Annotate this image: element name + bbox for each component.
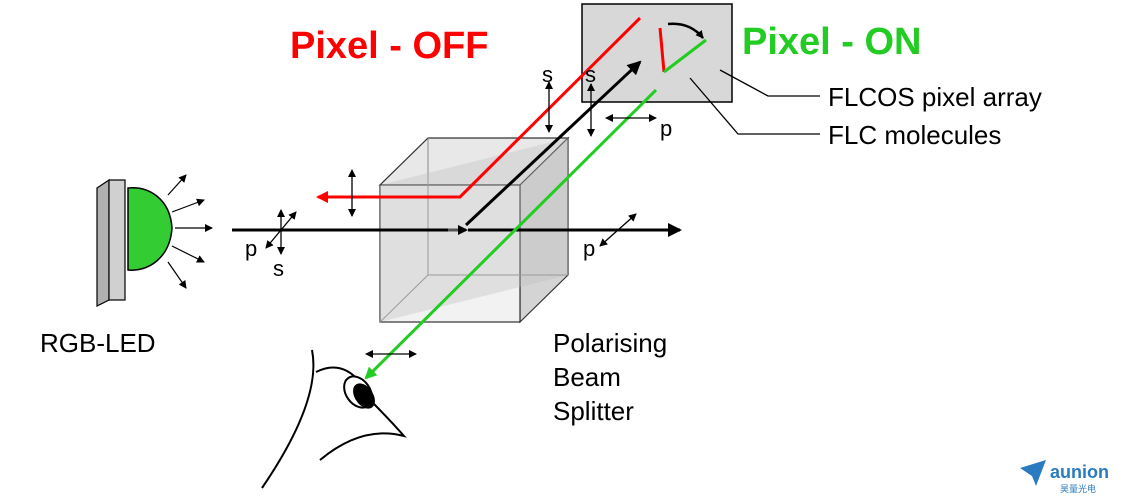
pol-p-output: p xyxy=(583,236,595,261)
pol-p-input: p xyxy=(245,236,257,261)
pixel-on-label: Pixel - ON xyxy=(742,21,922,63)
beam-splitter-cube xyxy=(378,136,570,324)
logo-name: aunion xyxy=(1050,462,1109,482)
aunion-logo: aunion 昊量光电 xyxy=(1020,460,1109,494)
flcos-array-label: FLCOS pixel array xyxy=(828,82,1042,112)
flcos-panel xyxy=(581,3,733,103)
flc-molecules-label: FLC molecules xyxy=(828,120,1001,150)
pixel-on-beam xyxy=(364,38,707,380)
rotation-arrow-icon xyxy=(667,22,704,39)
logo-subtitle: 昊量光电 xyxy=(1060,483,1096,494)
pol-p-right-top: p xyxy=(660,116,672,141)
pol-s-top-left: s xyxy=(542,62,553,87)
pixel-off-label: Pixel - OFF xyxy=(290,25,488,67)
pbs-label-line1: Polarising xyxy=(553,328,667,358)
reflected-beam xyxy=(464,60,642,227)
label-leaders xyxy=(689,69,820,135)
polarization-arrows xyxy=(265,81,657,358)
pol-s-input: s xyxy=(273,256,284,281)
pol-s-top-right: s xyxy=(585,62,596,87)
pixel-off-beam xyxy=(316,16,666,203)
rgb-led-label: RGB-LED xyxy=(40,328,156,358)
pbs-label-line2: Beam xyxy=(553,362,621,392)
pbs-label-line3: Splitter xyxy=(553,396,634,426)
rgb-led-source xyxy=(96,174,213,307)
eye-icon xyxy=(261,349,407,489)
